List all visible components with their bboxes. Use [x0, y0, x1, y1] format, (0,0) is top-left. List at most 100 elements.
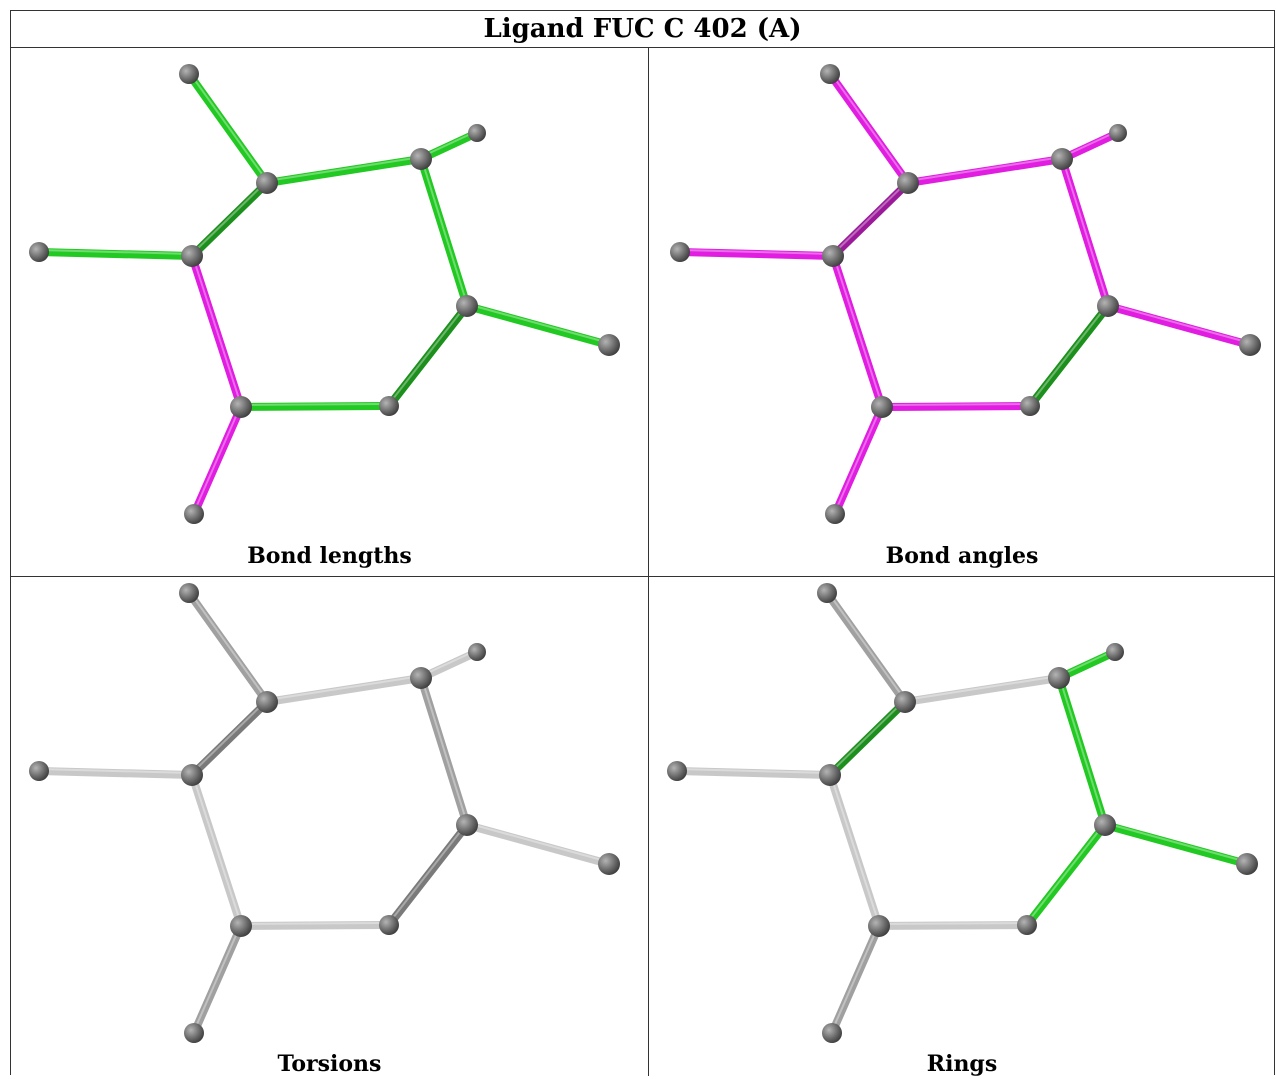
- bond-highlight: [191, 180, 268, 255]
- atom: [825, 504, 845, 524]
- bond: [237, 402, 393, 411]
- figure-frame: Ligand FUC C 402 (A) Bond lengths Bond a…: [10, 10, 1275, 1077]
- atom: [256, 691, 278, 713]
- bond: [385, 821, 471, 929]
- bond: [823, 589, 909, 706]
- atom: [1236, 853, 1258, 875]
- molecule-view: [29, 64, 620, 524]
- bond: [831, 403, 886, 518]
- atom: [468, 643, 486, 661]
- bond-highlight: [831, 923, 880, 1032]
- bond: [263, 155, 425, 187]
- atom: [820, 64, 840, 84]
- bond: [188, 252, 245, 411]
- atom: [179, 583, 199, 603]
- bond: [1058, 155, 1112, 310]
- bond-highlight: [420, 130, 478, 158]
- bond-highlight: [907, 156, 1063, 182]
- bond-highlight: [676, 768, 831, 774]
- bond: [829, 252, 886, 411]
- bond: [185, 70, 271, 187]
- atom: [868, 915, 890, 937]
- bond-highlight: [191, 253, 242, 406]
- bond-highlight: [904, 675, 1060, 701]
- panel-bond-angles: Bond angles: [649, 48, 1275, 577]
- bond: [826, 698, 909, 779]
- molecule-view: [670, 64, 1261, 524]
- atom: [1109, 124, 1127, 142]
- bond-highlight: [266, 156, 422, 182]
- atom: [1094, 814, 1116, 836]
- molecule-view: [29, 583, 620, 1043]
- bond: [1055, 674, 1109, 829]
- panel-torsions: Torsions: [11, 577, 649, 1077]
- bond-highlight: [878, 922, 1028, 925]
- atom: [456, 814, 478, 836]
- bond: [237, 921, 393, 930]
- panel-caption: Bond lengths: [247, 543, 412, 569]
- bond: [875, 921, 1031, 930]
- bond-highlight: [266, 675, 422, 701]
- atom: [897, 172, 919, 194]
- bond-highlight: [1061, 130, 1119, 158]
- bond: [385, 302, 471, 410]
- atom: [468, 124, 486, 142]
- bond-highlight: [420, 675, 468, 824]
- panel-bond-lengths: Bond lengths: [11, 48, 649, 577]
- molecule-view: [667, 583, 1258, 1043]
- bond-highlight: [1061, 156, 1109, 305]
- bond: [417, 155, 471, 310]
- bond-highlight: [1107, 303, 1251, 344]
- bond: [829, 179, 912, 260]
- bond-highlight: [420, 156, 468, 305]
- bond-highlight: [1058, 649, 1116, 677]
- bond: [463, 302, 613, 349]
- bond-highlight: [240, 922, 390, 925]
- atom: [817, 583, 837, 603]
- bond-highlight: [191, 699, 268, 774]
- atom: [822, 245, 844, 267]
- bond: [188, 698, 271, 779]
- bond: [826, 70, 912, 187]
- bond: [878, 402, 1034, 411]
- bond-highlight: [188, 71, 268, 182]
- bond-highlight: [829, 772, 880, 925]
- bond: [185, 589, 271, 706]
- atom: [230, 396, 252, 418]
- bond: [190, 403, 245, 518]
- atom: [822, 1023, 842, 1043]
- bond: [263, 674, 425, 706]
- bond-highlight: [1026, 822, 1106, 924]
- bond-highlight: [38, 249, 193, 255]
- atom: [1106, 643, 1124, 661]
- bond: [417, 674, 471, 829]
- panel-caption: Rings: [926, 1051, 998, 1077]
- bond: [1104, 302, 1254, 349]
- bond: [904, 155, 1066, 187]
- bond-highlight: [191, 772, 242, 925]
- bond: [1023, 821, 1109, 929]
- bond-highlight: [829, 71, 909, 182]
- bond-highlight: [466, 822, 610, 863]
- atom: [181, 245, 203, 267]
- atom: [456, 295, 478, 317]
- atom: [1097, 295, 1119, 317]
- atom: [184, 1023, 204, 1043]
- bond-highlight: [832, 253, 883, 406]
- bond-highlight: [881, 403, 1031, 406]
- bond-highlight: [466, 303, 610, 344]
- bond-highlight: [193, 404, 242, 513]
- figure-title: Ligand FUC C 402 (A): [11, 11, 1274, 48]
- atom: [1051, 148, 1073, 170]
- atom: [1017, 915, 1037, 935]
- atom: [894, 691, 916, 713]
- atom: [29, 242, 49, 262]
- bond-highlight: [240, 403, 390, 406]
- atom: [1020, 396, 1040, 416]
- bond: [676, 248, 837, 260]
- atom: [598, 853, 620, 875]
- atom: [1239, 334, 1261, 356]
- bond: [188, 179, 271, 260]
- atom: [1048, 667, 1070, 689]
- bond-highlight: [832, 180, 909, 255]
